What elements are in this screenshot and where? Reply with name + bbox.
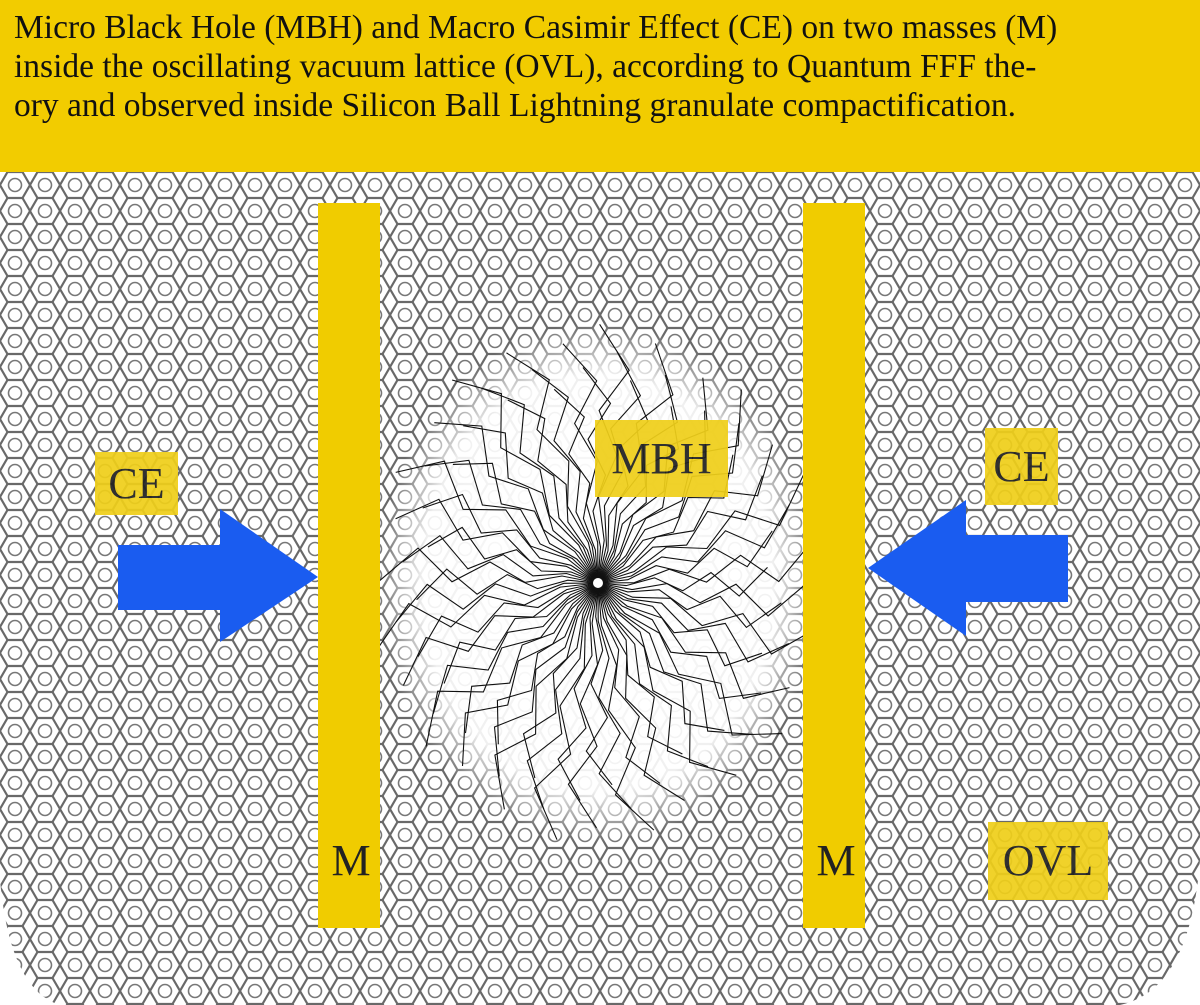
starburst-ray xyxy=(597,582,806,617)
starburst-ray xyxy=(463,425,599,584)
starburst-ray xyxy=(597,582,632,810)
starburst-ray xyxy=(533,582,599,840)
starburst-ray xyxy=(378,547,599,584)
starburst-ray xyxy=(402,582,599,686)
starburst-ray xyxy=(597,504,790,584)
starburst-ray xyxy=(432,582,599,714)
starburst-ray xyxy=(443,582,599,684)
starburst-ray xyxy=(427,526,599,584)
starburst-ray xyxy=(402,534,599,584)
starburst-ray xyxy=(522,582,599,779)
mass-left-bar xyxy=(318,203,380,928)
starburst-ray xyxy=(597,582,661,784)
starburst-ray xyxy=(597,582,762,700)
lattice-corner-bottom-right xyxy=(1120,860,1200,1005)
ce-arrow-right xyxy=(868,500,1068,636)
starburst-ray xyxy=(376,582,599,650)
starburst-ray xyxy=(480,387,599,584)
starburst-ray xyxy=(597,582,685,801)
ce-left-label: CE xyxy=(95,452,178,515)
ce-right-label: CE xyxy=(985,428,1058,505)
starburst-ray xyxy=(416,568,599,601)
starburst-ray xyxy=(597,582,783,736)
starburst-ray xyxy=(567,582,599,829)
ovl-label: OVL xyxy=(988,822,1108,900)
starburst-ray xyxy=(493,582,599,777)
starburst-ray xyxy=(585,582,613,786)
starburst-ray xyxy=(531,369,599,584)
starburst-ray xyxy=(597,582,725,731)
starburst-ray xyxy=(597,389,742,584)
starburst-ray xyxy=(597,423,740,584)
starburst-ray xyxy=(597,582,655,831)
starburst-ray xyxy=(597,582,782,629)
starburst-ray xyxy=(461,582,599,767)
starburst-ray xyxy=(452,462,599,584)
title-banner: Micro Black Hole (MBH) and Macro Casimir… xyxy=(0,0,1200,172)
starburst-ray xyxy=(597,582,737,776)
starburst-ray xyxy=(434,422,599,584)
starburst-ray xyxy=(597,475,763,584)
starburst-ray xyxy=(597,474,804,584)
starburst-ray xyxy=(395,582,599,623)
starburst-ray xyxy=(597,582,683,755)
starburst-ray xyxy=(557,582,599,801)
starburst-ray xyxy=(597,444,774,584)
mass-left-label: M xyxy=(331,836,371,885)
starburst-ray xyxy=(597,582,753,735)
starburst-ray xyxy=(597,582,816,655)
starburst-ray xyxy=(494,582,599,810)
starburst-ray xyxy=(422,493,599,584)
starburst-ray xyxy=(597,582,709,768)
starburst-ray xyxy=(417,582,599,657)
starburst-ray xyxy=(496,582,599,745)
mass-right-bar xyxy=(803,203,865,928)
starburst-ray xyxy=(597,582,763,667)
starburst-ray xyxy=(507,399,599,584)
mbh-starburst xyxy=(376,324,816,840)
mbh-core xyxy=(591,576,605,590)
starburst-ray xyxy=(553,388,599,584)
starburst-ray xyxy=(597,530,773,584)
starburst-ray xyxy=(597,582,790,663)
starburst-ray xyxy=(506,352,599,584)
starburst-ray xyxy=(425,582,599,747)
ce-arrow-left xyxy=(118,509,318,642)
starburst-ray xyxy=(597,541,813,584)
starburst-ray xyxy=(451,379,599,584)
mbh-label: MBH xyxy=(595,420,728,497)
diagram-title: Micro Black Hole (MBH) and Macro Casimir… xyxy=(14,9,1058,124)
starburst-ray xyxy=(395,460,599,584)
starburst-ray xyxy=(464,582,599,734)
starburst-ray xyxy=(597,567,768,597)
lattice-corner-bottom-left xyxy=(0,880,60,1005)
starburst-ray xyxy=(597,582,790,699)
starburst-ray xyxy=(526,582,599,810)
starburst-ray xyxy=(597,454,734,584)
starburst-ray xyxy=(395,498,599,584)
starburst-ray xyxy=(424,459,599,584)
mass-right-label: M xyxy=(816,836,856,885)
